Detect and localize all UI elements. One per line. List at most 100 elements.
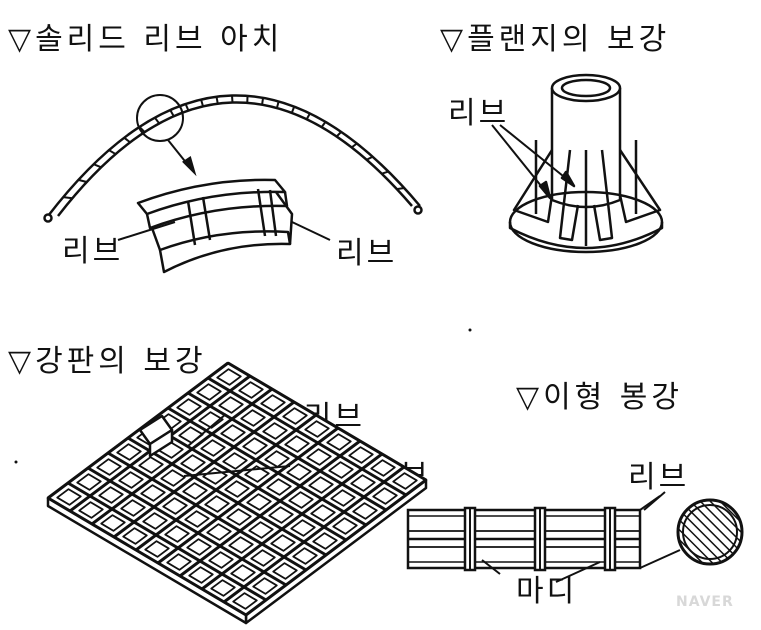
- grid-rib: [87, 466, 287, 587]
- grid-cell: [198, 411, 224, 429]
- arch-tick: [215, 96, 219, 104]
- grid-cell: [286, 463, 312, 481]
- grid-cell: [252, 577, 278, 595]
- grid-cell: [180, 454, 206, 472]
- grid-rib: [113, 400, 295, 539]
- grid-cell: [284, 435, 310, 453]
- grid-cell: [242, 437, 268, 455]
- grid-cell: [224, 480, 250, 498]
- arch-tick: [366, 155, 374, 161]
- grid-cell: [220, 424, 246, 442]
- grid-cell: [162, 497, 188, 515]
- grid-cell: [326, 433, 352, 451]
- grid-rib: [245, 478, 427, 617]
- grid-cell: [200, 439, 226, 457]
- grid-cell: [196, 383, 222, 401]
- arch-title: ▽솔리드 리브 아치: [8, 22, 284, 57]
- grid-cell: [138, 456, 164, 474]
- grid-cell: [348, 446, 374, 464]
- grid-cell: [310, 504, 336, 522]
- grid-cell: [166, 553, 192, 571]
- grid-cell: [292, 547, 318, 565]
- arch-tick: [93, 163, 102, 169]
- grid-cell: [96, 458, 122, 476]
- grid-cell: [56, 488, 82, 506]
- grid-rib: [127, 436, 327, 557]
- grid-rib: [147, 421, 347, 542]
- arch-tick: [396, 186, 405, 191]
- arch-tick: [154, 117, 160, 125]
- arch-tick: [123, 136, 131, 144]
- grid-cell: [282, 407, 308, 425]
- flange-rib-label: 리브: [448, 96, 510, 131]
- arch-tick: [290, 106, 296, 114]
- grid-rib: [167, 406, 367, 527]
- grid-cell: [160, 469, 186, 487]
- grid-cell: [144, 540, 170, 558]
- grid-cell: [290, 519, 316, 537]
- grid-cell: [228, 536, 254, 554]
- grid-cell: [288, 491, 314, 509]
- grid-cell: [218, 396, 244, 414]
- arch-rib-label-right: 리브: [336, 236, 398, 271]
- grid-rib: [135, 413, 317, 552]
- grid-cell: [350, 474, 376, 492]
- arch-detail-segment: [117, 178, 331, 274]
- grid-cell: [250, 549, 276, 567]
- grid-cell: [100, 514, 126, 532]
- grid-cell: [306, 448, 332, 466]
- grid-cell: [116, 443, 142, 461]
- grid-cell: [76, 473, 102, 491]
- grid-cell: [268, 506, 294, 524]
- arch-tick: [63, 196, 73, 200]
- grid-cell: [182, 482, 208, 500]
- steel-plate-grid: [46, 361, 428, 625]
- naver-watermark: NAVER: [676, 594, 734, 610]
- plate-title: ▽강판의 보강: [8, 344, 207, 379]
- grid-cell: [272, 562, 298, 580]
- bar-rib-label: 리브: [628, 460, 690, 495]
- arch-tick: [200, 99, 205, 107]
- arch-tick: [351, 142, 358, 149]
- grid-cell: [206, 523, 232, 541]
- grid-cell: [78, 501, 104, 519]
- flange-reinforcement: [491, 73, 664, 254]
- grid-cell: [120, 499, 146, 517]
- speck: [468, 328, 472, 332]
- flange-title: ▽플랜지의 보강: [440, 22, 671, 57]
- grid-rib: [67, 481, 267, 602]
- arch-tick: [305, 112, 311, 120]
- grid-rib: [227, 361, 427, 482]
- grid-rib: [207, 376, 407, 497]
- rib-block: [148, 428, 174, 458]
- grid-cell: [312, 532, 338, 550]
- grid-cell: [332, 517, 358, 535]
- grid-cell: [184, 510, 210, 528]
- arch-tick: [78, 178, 87, 183]
- solid-rib-arch: [43, 94, 423, 223]
- speck: [14, 460, 18, 464]
- grid-cell: [238, 381, 264, 399]
- grid-cell: [264, 450, 290, 468]
- grid-rib: [157, 426, 339, 565]
- grid-cell: [266, 478, 292, 496]
- grid-cell: [372, 487, 398, 505]
- grid-cell: [122, 527, 148, 545]
- grid-rib: [223, 465, 405, 604]
- grid-cell: [230, 564, 256, 582]
- grid-rib: [201, 452, 383, 591]
- grid-cell: [352, 502, 378, 520]
- grid-rib: [47, 496, 247, 617]
- grid-cell: [98, 486, 124, 504]
- bar-title: ▽이형 봉강: [516, 380, 684, 415]
- grid-cell: [260, 394, 286, 412]
- deformed-bar: [406, 491, 744, 583]
- grid-cell: [248, 521, 274, 539]
- arch-tick: [320, 121, 327, 128]
- grid-cell: [246, 493, 272, 511]
- grid-cell: [208, 551, 234, 569]
- grid-cell: [308, 476, 334, 494]
- grid-cell: [216, 368, 242, 386]
- arch-tick: [169, 109, 175, 117]
